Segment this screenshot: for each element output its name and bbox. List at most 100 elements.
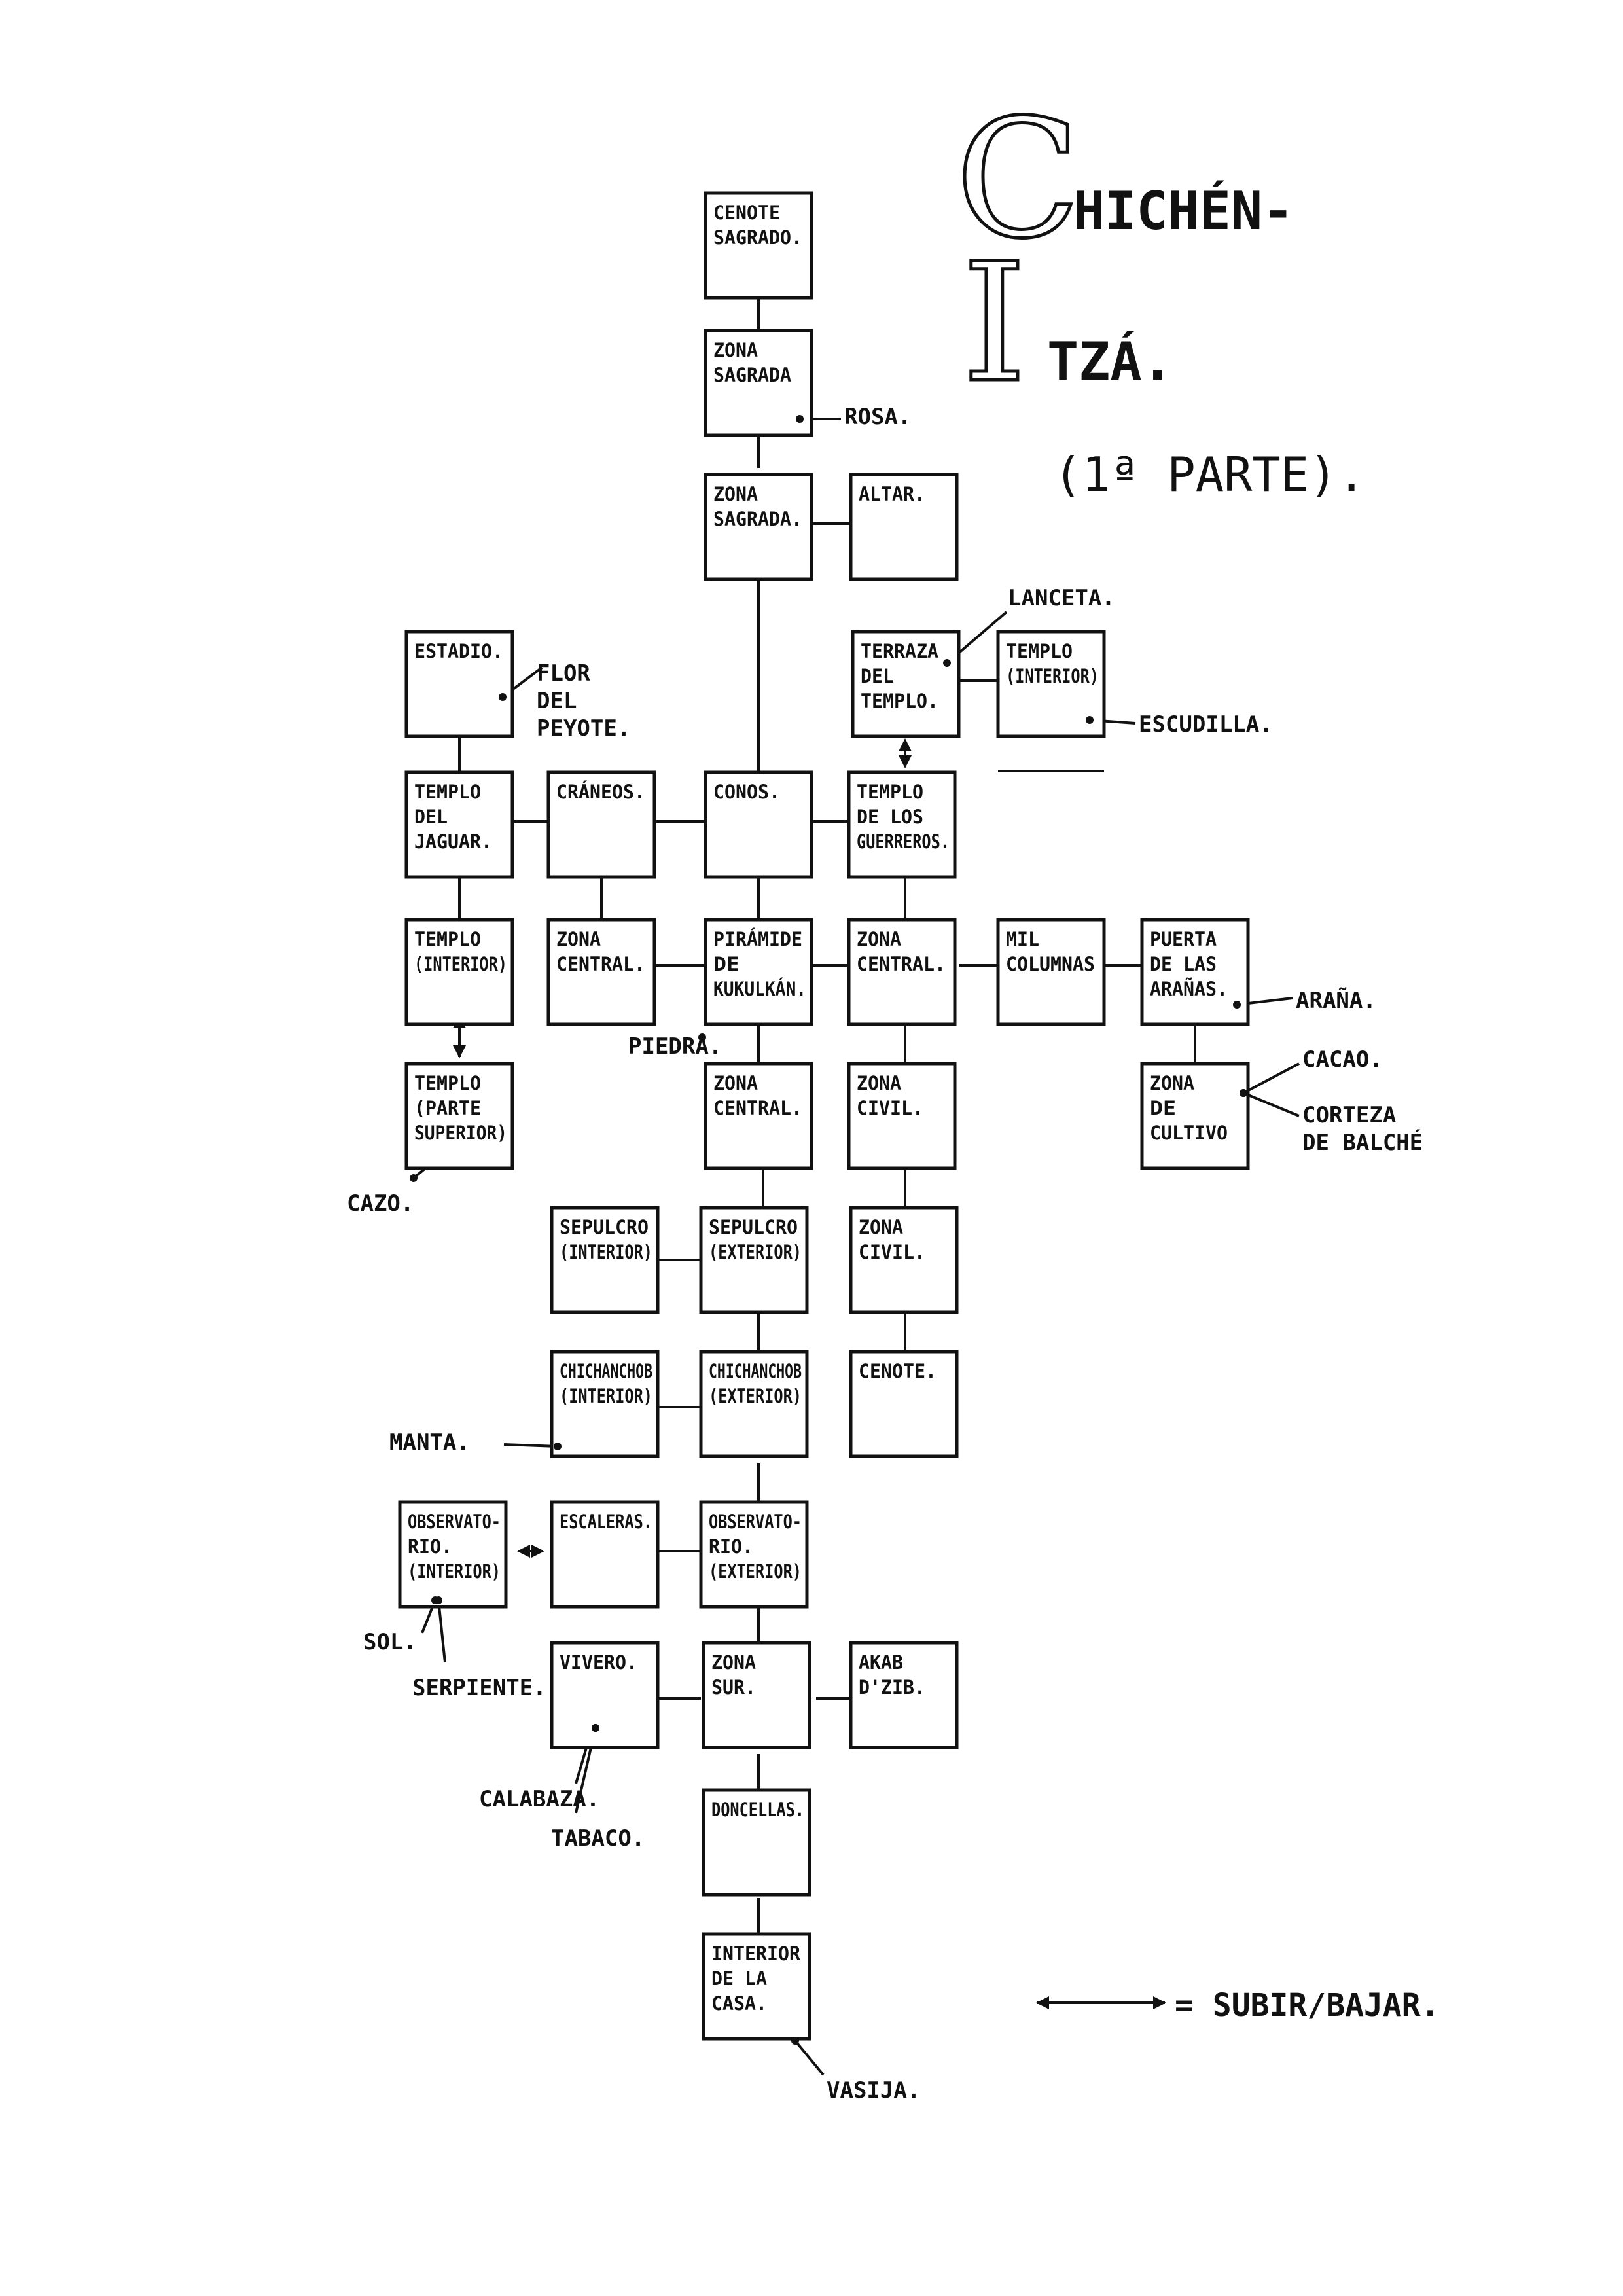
item-dot-corteza-de-balche — [1240, 1089, 1247, 1097]
room-label: SAGRADA. — [713, 508, 802, 530]
room-label: CENTRAL. — [857, 953, 946, 975]
room-chichanchob-interior: CHICHANCHOB(INTERIOR) — [550, 1350, 660, 1458]
room-label: ZONA — [857, 1072, 901, 1094]
room-label: SAGRADO. — [713, 226, 802, 249]
room-label: ZONA — [713, 1072, 758, 1094]
room-label: ZONA — [556, 928, 601, 950]
room-zona-central-1: ZONA CENTRAL. — [546, 918, 656, 1026]
rooms-layer: CENOTESAGRADO.ZONASAGRADAZONASAGRADA.ALT… — [398, 191, 1250, 2041]
room-box — [849, 1641, 959, 1749]
room-label: ZONA — [711, 1651, 756, 1674]
room-observatorio-exterior: OBSERVATO-RIO.(EXTERIOR) — [699, 1500, 809, 1609]
room-zona-central-3: ZONA CENTRAL. — [704, 1062, 813, 1170]
room-label: MIL — [1006, 928, 1039, 950]
item-label-tabaco: TABACO. — [551, 1825, 645, 1852]
item-label-vasija: VASIJA. — [827, 2077, 920, 2104]
room-templo-parte-superior: TEMPLO (PARTE SUPERIOR) — [404, 1062, 514, 1170]
item-label-escudilla: ESCUDILLA. — [1139, 711, 1273, 738]
item-dot-rosa — [796, 415, 804, 423]
pointer-corteza — [1243, 1092, 1300, 1117]
room-label: DEL — [414, 806, 448, 828]
title-line-1: HICHÉN- — [1073, 180, 1294, 242]
item-label-flor-del-peyote: FLOR — [537, 660, 590, 687]
room-box — [1140, 918, 1250, 1026]
item-label-rosa: ROSA. — [844, 404, 911, 430]
room-label: INTERIOR — [711, 1943, 801, 1965]
room-sepulcro-exterior: SEPULCRO(EXTERIOR) — [699, 1206, 809, 1314]
item-dot-arana — [1233, 1001, 1241, 1009]
room-label: SUPERIOR) — [414, 1122, 507, 1144]
room-box — [1140, 1062, 1250, 1170]
room-craneos: CRÁNEOS. — [546, 770, 656, 879]
room-label: DE — [713, 953, 740, 975]
room-label: DE — [1150, 1097, 1176, 1119]
pointer-serpiente — [437, 1600, 446, 1663]
room-label: ZONA — [713, 483, 758, 505]
room-label: CENTRAL. — [713, 1097, 802, 1119]
room-label: CIVIL. — [859, 1241, 925, 1263]
room-label: GUERREROS. — [857, 831, 950, 853]
item-label-lanceta: LANCETA. — [1008, 585, 1115, 611]
room-box — [704, 329, 813, 437]
legend-label: = SUBIR/BAJAR. — [1175, 1987, 1440, 2024]
map-subtitle: (1ª PARTE). — [1054, 447, 1366, 502]
room-label: RIO. — [408, 1535, 452, 1558]
room-doncellas: DONCELLAS. — [702, 1788, 812, 1897]
room-label: COLUMNAS — [1006, 953, 1095, 975]
room-label: DEL — [861, 665, 894, 687]
room-box — [849, 473, 959, 581]
room-label: CIVIL. — [857, 1097, 923, 1119]
room-zona-civil-2: ZONA CIVIL. — [849, 1206, 959, 1314]
room-box — [550, 1641, 660, 1749]
room-label: VIVERO. — [560, 1651, 637, 1674]
room-box — [404, 918, 514, 1026]
room-altar: ALTAR. — [849, 473, 959, 581]
room-conos: CONOS. — [704, 770, 813, 879]
room-observatorio-interior: OBSERVATO-RIO.(INTERIOR) — [398, 1500, 508, 1609]
room-label: CONOS. — [713, 781, 780, 803]
room-label: JAGUAR. — [414, 831, 492, 853]
room-box — [702, 1641, 812, 1749]
title-initial-i: I — [962, 228, 1027, 418]
room-box — [849, 1206, 959, 1314]
room-box — [996, 918, 1106, 1026]
room-box — [550, 1500, 660, 1609]
room-label: OBSERVATO- — [408, 1511, 501, 1533]
room-label: ZONA — [859, 1216, 903, 1238]
room-box — [699, 1350, 809, 1458]
room-label: ZONA — [1150, 1072, 1194, 1094]
room-mil-columnas: MIL COLUMNAS — [996, 918, 1106, 1026]
item-label-manta: MANTA. — [389, 1429, 470, 1456]
room-label: CENOTE. — [859, 1360, 936, 1382]
room-label: TEMPLO — [414, 781, 481, 803]
item-dot-lanceta — [943, 659, 951, 667]
room-label: (PARTE — [414, 1097, 481, 1119]
room-label: ARAÑAS. — [1150, 978, 1228, 1000]
room-vivero: VIVERO. — [550, 1641, 660, 1749]
room-label: ESTADIO. — [414, 640, 503, 662]
item-label-serpiente: SERPIENTE. — [412, 1675, 546, 1701]
room-label: CULTIVO — [1150, 1122, 1228, 1144]
pointer-manta — [503, 1443, 558, 1448]
room-label: TEMPLO — [857, 781, 923, 803]
room-templo-interior-2: TEMPLO(INTERIOR) — [404, 918, 514, 1026]
map-title: C HICHÉN- I TZÁ. (1ª PARTE). — [954, 82, 1366, 503]
room-label: CHICHANCHOB — [560, 1360, 652, 1382]
room-box — [704, 473, 813, 581]
room-box — [704, 770, 813, 879]
room-label: ALTAR. — [859, 483, 925, 505]
room-templo-del-jaguar: TEMPLO DEL JAGUAR. — [404, 770, 514, 879]
room-box — [699, 1500, 809, 1609]
room-label: CENTRAL. — [556, 953, 645, 975]
room-label: TEMPLO — [414, 1072, 481, 1094]
room-label: DE LA — [711, 1967, 767, 1990]
room-label: CENOTE — [713, 202, 780, 224]
room-label: TEMPLO — [414, 928, 481, 950]
room-label: PUERTA — [1150, 928, 1217, 950]
room-zona-sagrada-2: ZONA SAGRADA. — [704, 473, 813, 581]
room-box — [702, 1932, 812, 2041]
